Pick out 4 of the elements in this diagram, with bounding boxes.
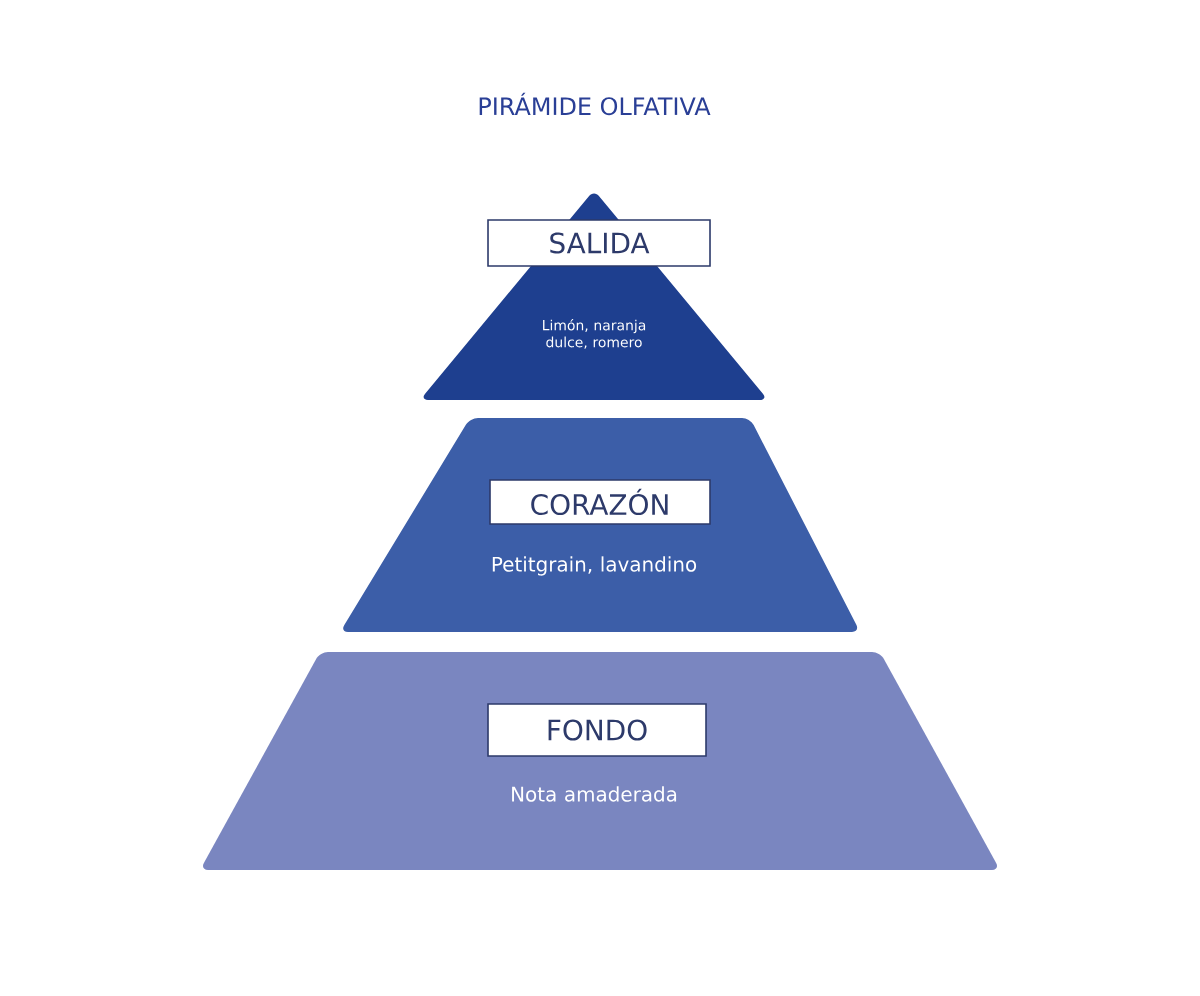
heading-box: FONDO (487, 703, 707, 757)
title: PIRÁMIDE OLFATIVA (479, 92, 711, 116)
heading-box: SALIDA (487, 219, 711, 267)
heading-box: CORAZÓN (489, 479, 711, 525)
